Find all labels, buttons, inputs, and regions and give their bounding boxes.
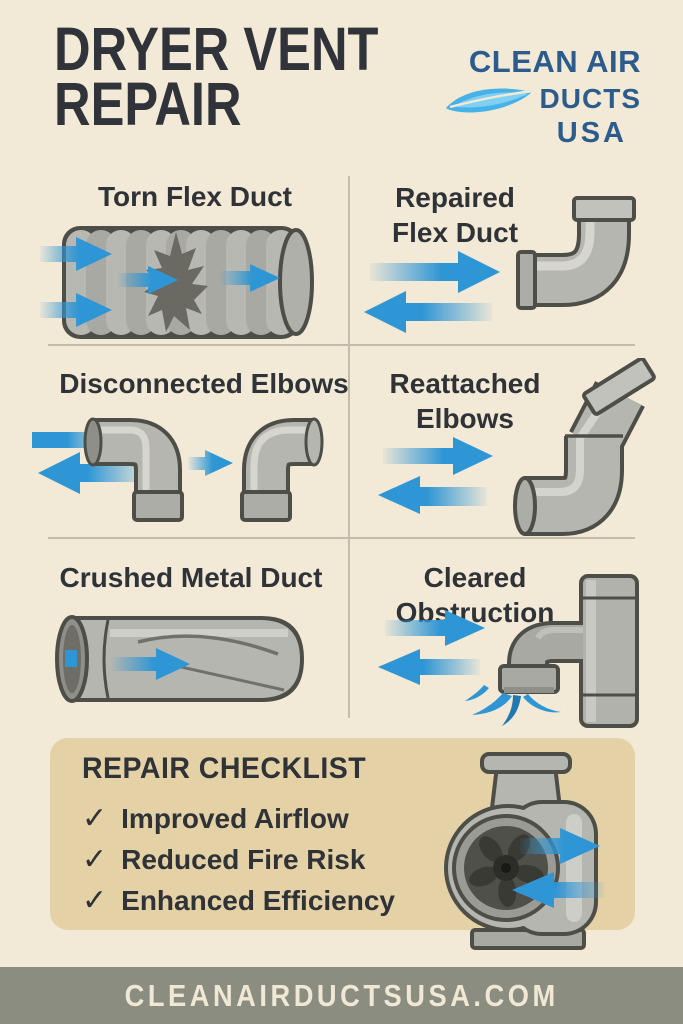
arrow-right-icon — [40, 293, 112, 327]
arrow-left-icon — [38, 452, 148, 494]
divider-horizontal-2 — [48, 537, 635, 539]
check-icon: ✓ — [82, 843, 108, 876]
tear-hole — [144, 232, 208, 332]
arrow-right-icon — [118, 266, 178, 294]
offset-elbow-pipe — [513, 358, 656, 536]
elbow-pipe-left — [83, 417, 184, 522]
arrow-right-icon — [520, 828, 600, 864]
brand-logo: CLEAN AIR DUCTS USA — [441, 44, 641, 150]
elbow-pipe-right — [240, 417, 324, 522]
disconnected-elbows-illustration — [32, 417, 324, 522]
logo-text-usa: USA — [556, 117, 627, 149]
inline-duct-fan-illustration — [444, 752, 604, 950]
divider-vertical — [348, 176, 350, 718]
cell-title-repaired-flex-duct: Repaired Flex Duct — [391, 182, 519, 248]
cell-title-disconnected-elbows: Disconnected Elbows — [59, 368, 349, 399]
arrow-right-icon — [385, 610, 485, 646]
arrow-right-icon — [383, 437, 493, 475]
arrow-right-icon — [370, 251, 500, 293]
cleared-obstruction-illustration — [378, 574, 639, 728]
fan-blades — [469, 834, 544, 907]
checklist-item-label: Reduced Fire Risk — [121, 843, 366, 875]
arrow-left-icon — [378, 476, 487, 514]
airflow-arrows — [512, 828, 604, 908]
exterior-wall — [579, 574, 639, 728]
crease-line — [137, 634, 279, 656]
crushed-metal-duct-illustration — [55, 615, 304, 703]
cell-title-reattached-elbows: Reattached Elbows — [389, 368, 541, 434]
page-title: DRYER VENT REPAIR — [54, 15, 379, 138]
list-item: ✓ Improved Airflow — [82, 798, 395, 839]
arrow-right-icon — [40, 237, 112, 271]
cell-title-torn-flex-duct: Torn Flex Duct — [98, 181, 292, 212]
checklist-item-label: Enhanced Efficiency — [121, 884, 396, 916]
check-icon: ✓ — [82, 884, 108, 917]
arrow-right-icon — [112, 648, 190, 680]
checklist-items: ✓ Improved Airflow ✓ Reduced Fire Risk ✓… — [82, 798, 395, 921]
fan-body — [444, 800, 598, 936]
footer-band: CLEANAIRDUCTSUSA.COM — [0, 967, 683, 1024]
checklist-item-label: Improved Airflow — [121, 802, 349, 834]
lint-airflow-swoosh — [465, 685, 561, 726]
arrow-right-icon — [220, 264, 280, 292]
website-url: CLEANAIRDUCTSUSA.COM — [124, 978, 559, 1013]
repaired-flex-duct-illustration — [364, 196, 636, 333]
torn-flex-duct-illustration — [40, 226, 314, 339]
reattached-elbows-illustration — [378, 358, 656, 536]
list-item: ✓ Reduced Fire Risk — [82, 839, 395, 880]
cell-title-crushed-metal-duct: Crushed Metal Duct — [59, 562, 323, 593]
arrow-left-icon — [512, 872, 604, 908]
arrow-left-icon — [364, 291, 492, 333]
page-title-line1: DRYER VENT — [54, 15, 379, 83]
check-icon: ✓ — [82, 802, 108, 835]
arrow-right-icon — [188, 450, 233, 476]
airflow-arrows — [364, 251, 500, 333]
leaf-swoosh-icon — [445, 88, 534, 113]
gooseneck-vent-pipe — [498, 621, 583, 694]
airflow-entry — [65, 650, 77, 667]
logo-text-ducts: DUCTS — [539, 83, 641, 114]
list-item: ✓ Enhanced Efficiency — [82, 880, 395, 921]
elbow-pipe — [516, 196, 636, 310]
page-title-line2: REPAIR — [54, 70, 242, 138]
arrow-left-icon — [378, 649, 480, 685]
airflow-arrows — [40, 237, 280, 327]
logo-text-clean-air: CLEAN AIR — [468, 44, 641, 79]
fan-neck-flange — [480, 752, 572, 774]
airflow-arrows — [378, 437, 493, 514]
airflow-arrows — [378, 610, 485, 685]
checklist-title: REPAIR CHECKLIST — [82, 752, 367, 785]
divider-horizontal-1 — [48, 344, 635, 346]
